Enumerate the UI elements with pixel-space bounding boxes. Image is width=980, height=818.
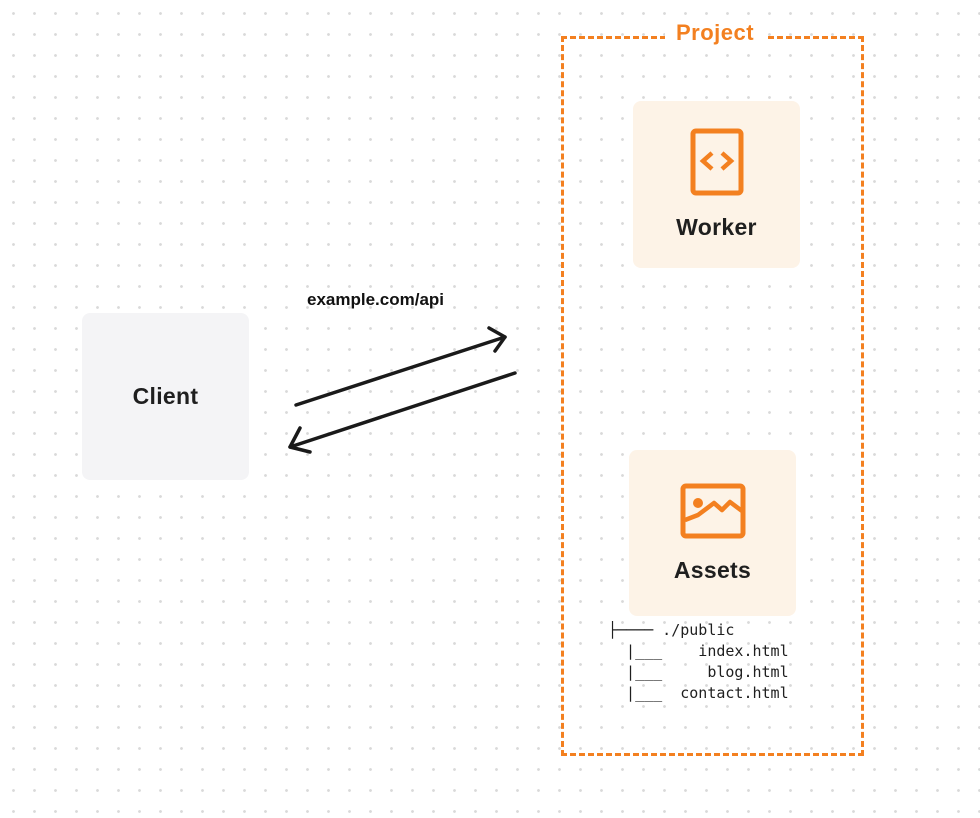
client-node: Client: [82, 313, 249, 480]
response-arrow: [288, 371, 517, 454]
request-arrow: [294, 326, 507, 407]
worker-label: Worker: [676, 214, 757, 240]
assets-node: Assets: [629, 450, 796, 616]
project-label: Project: [665, 20, 765, 46]
tree-line: |___ contact.html: [608, 684, 789, 702]
tree-line: |___ blog.html: [608, 663, 789, 681]
assets-label: Assets: [673, 556, 752, 583]
tree-line: |___ index.html: [608, 642, 789, 660]
file-tree: ├──── ./public |___ index.html |___ blog…: [608, 620, 789, 704]
image-icon: [680, 483, 745, 538]
client-label: Client: [132, 383, 199, 409]
tree-line: ├──── ./public: [608, 621, 735, 639]
code-file-icon: [690, 128, 743, 196]
endpoint-label: example.com/api: [307, 290, 445, 309]
worker-node: Worker: [633, 101, 800, 268]
